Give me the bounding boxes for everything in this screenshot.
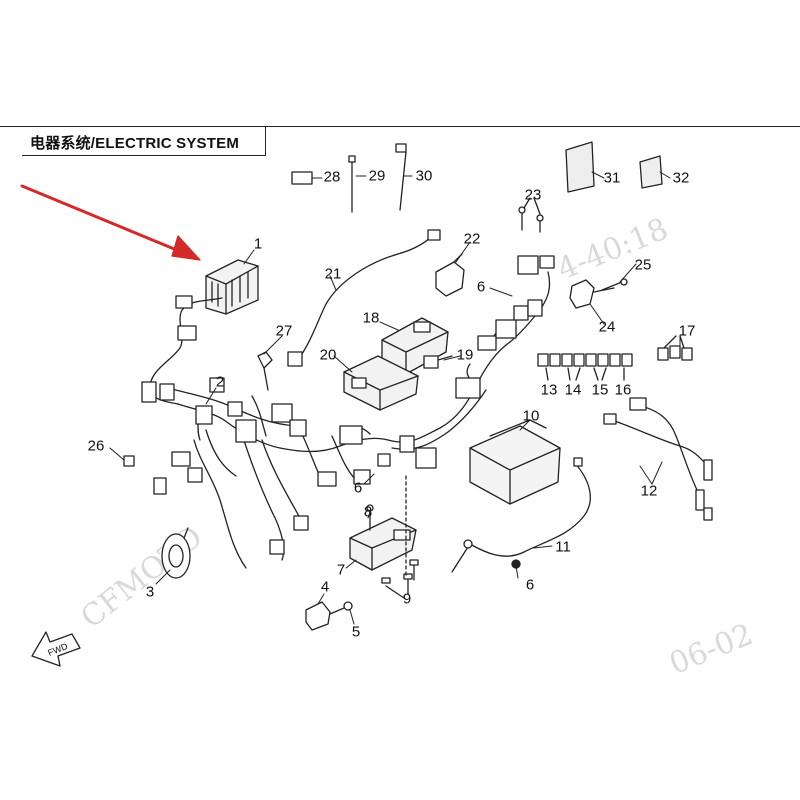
part-connector-22 <box>435 253 465 297</box>
part-cable-21 <box>287 229 441 367</box>
callout-26: 26 <box>87 437 105 455</box>
callout-22: 22 <box>463 230 481 248</box>
callout-15: 15 <box>591 381 609 399</box>
callout-6-lower: 6 <box>525 576 535 594</box>
part-clip-27 <box>257 351 273 391</box>
title-box <box>22 126 266 156</box>
callout-13: 13 <box>540 381 558 399</box>
callout-11: 11 <box>555 538 571 556</box>
part-battery <box>469 419 561 505</box>
callout-27: 27 <box>275 322 293 340</box>
leader-lines <box>109 171 681 625</box>
part-horn <box>161 527 191 579</box>
callout-16: 16 <box>614 381 632 399</box>
callout-30: 30 <box>415 167 433 185</box>
part-harness-right-branch <box>339 255 555 469</box>
callout-17: 17 <box>678 322 696 340</box>
callout-25: 25 <box>634 256 652 274</box>
part-grommet-28 <box>291 171 313 185</box>
callout-6-middle: 6 <box>353 479 363 497</box>
callout-24: 24 <box>598 318 616 336</box>
red-pointer-arrow <box>20 184 201 261</box>
part-cable-tie-29 <box>348 155 356 213</box>
callout-2: 2 <box>215 373 225 391</box>
part-sensor-24 <box>569 279 615 309</box>
callout-19: 19 <box>456 346 474 364</box>
part-fasteners-9 <box>381 475 419 599</box>
callout-14: 14 <box>564 381 582 399</box>
page-title: 电器系统/ELECTRIC SYSTEM <box>30 135 240 152</box>
part-battery-cable <box>451 457 591 573</box>
part-sensor <box>305 601 353 631</box>
part-main-wire-harness <box>141 295 389 569</box>
callout-9: 9 <box>402 590 412 608</box>
part-bolt-25 <box>601 278 628 291</box>
part-label-31 <box>565 141 595 193</box>
callout-4: 4 <box>320 578 330 596</box>
callout-8: 8 <box>363 503 373 521</box>
callout-28: 28 <box>323 168 341 186</box>
callout-3: 3 <box>145 583 155 601</box>
callout-21: 21 <box>324 265 342 283</box>
part-cable-tie-30 <box>395 143 407 211</box>
part-relay-module <box>349 504 417 571</box>
callout-10: 10 <box>522 407 540 425</box>
callout-31: 31 <box>603 169 621 187</box>
part-bolts-23 <box>518 197 544 233</box>
callout-1: 1 <box>253 235 263 253</box>
callout-20: 20 <box>319 346 337 364</box>
callout-12: 12 <box>640 482 658 500</box>
callout-23: 23 <box>524 186 542 204</box>
part-nut-26 <box>123 455 135 467</box>
callout-6-upper: 6 <box>476 278 486 296</box>
callout-32: 32 <box>672 169 690 187</box>
part-fuse-row <box>537 353 633 381</box>
callout-5: 5 <box>351 623 361 641</box>
part-module-20 <box>343 355 419 411</box>
part-label-32 <box>639 155 663 189</box>
callout-18: 18 <box>362 309 380 327</box>
part-sensor-cables <box>603 397 713 521</box>
part-control-module <box>205 259 259 315</box>
part-relays-17 <box>657 335 693 361</box>
frame-top-line <box>0 126 800 127</box>
callout-29: 29 <box>368 167 386 185</box>
callout-7: 7 <box>336 561 346 579</box>
fwd-direction-arrow <box>31 631 81 667</box>
part-relay-19 <box>423 355 453 369</box>
